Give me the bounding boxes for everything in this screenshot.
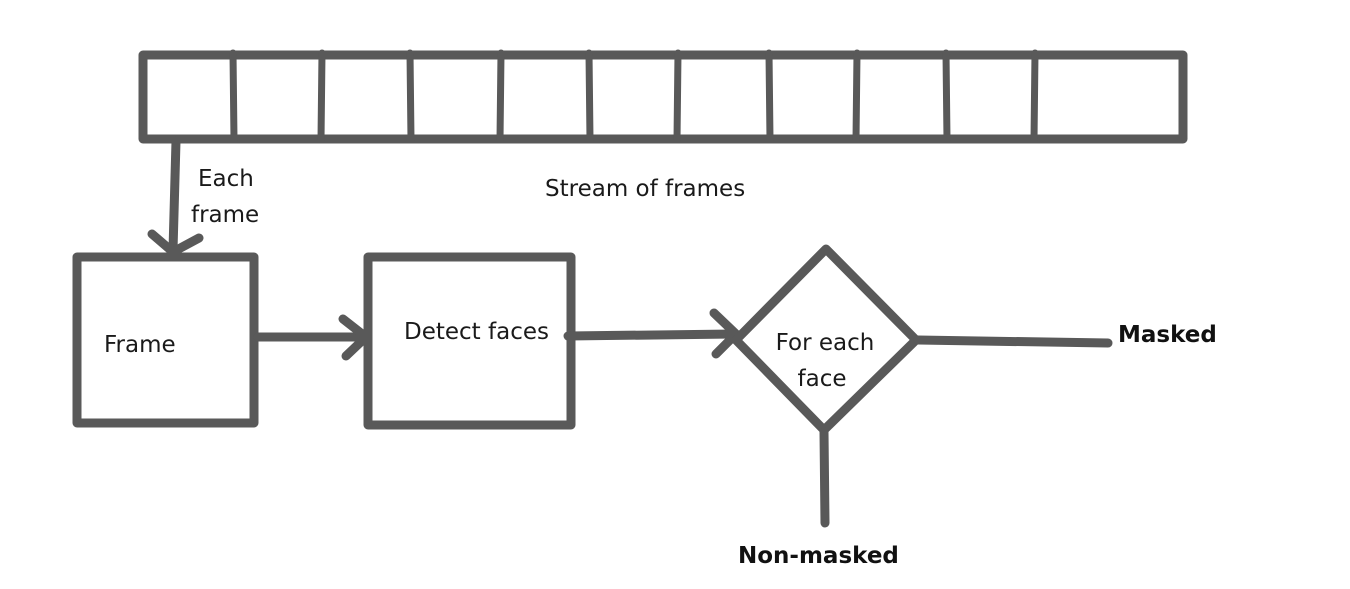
non-masked-label: Non-masked xyxy=(738,543,899,569)
frame-cell-divider xyxy=(1030,49,1039,144)
frame-dividers xyxy=(229,49,1039,144)
each-frame-arrow-shaft xyxy=(168,136,181,255)
frame-to-detect-arrow xyxy=(253,314,371,361)
frame-cell-divider xyxy=(673,49,682,144)
non-masked-branch-line xyxy=(819,427,830,528)
frame-cell-divider xyxy=(765,49,774,144)
each-frame-label-line2: frame xyxy=(191,202,259,228)
detect-faces-box xyxy=(363,252,576,430)
for-each-face-label-line1: For each xyxy=(776,330,875,356)
each-frame-arrow xyxy=(147,136,204,257)
frame-stream-strip xyxy=(138,49,1188,144)
frame-cell-divider xyxy=(496,49,505,144)
detect-to-foreach-arrow-shaft xyxy=(563,329,739,341)
frame-stream-outline xyxy=(138,50,1188,144)
stream-of-frames-label: Stream of frames xyxy=(545,176,745,202)
frame-cell-divider xyxy=(852,49,861,144)
frame-cell-divider xyxy=(406,49,415,144)
masked-branch-line xyxy=(913,335,1113,348)
each-frame-arrow-head xyxy=(147,229,204,257)
frame-cell-divider xyxy=(229,49,238,144)
frame-cell-divider xyxy=(317,49,326,144)
detect-to-foreach-arrow xyxy=(563,308,741,359)
for-each-face-label-line2: face xyxy=(798,366,847,392)
masked-label: Masked xyxy=(1118,322,1217,348)
detect-faces-label: Detect faces xyxy=(404,319,549,345)
frame-cell-divider xyxy=(585,49,594,144)
frame-cell-divider xyxy=(942,49,951,144)
frame-box xyxy=(72,252,259,428)
frame-box-label: Frame xyxy=(104,332,176,358)
each-frame-label-line1: Each xyxy=(198,166,254,192)
